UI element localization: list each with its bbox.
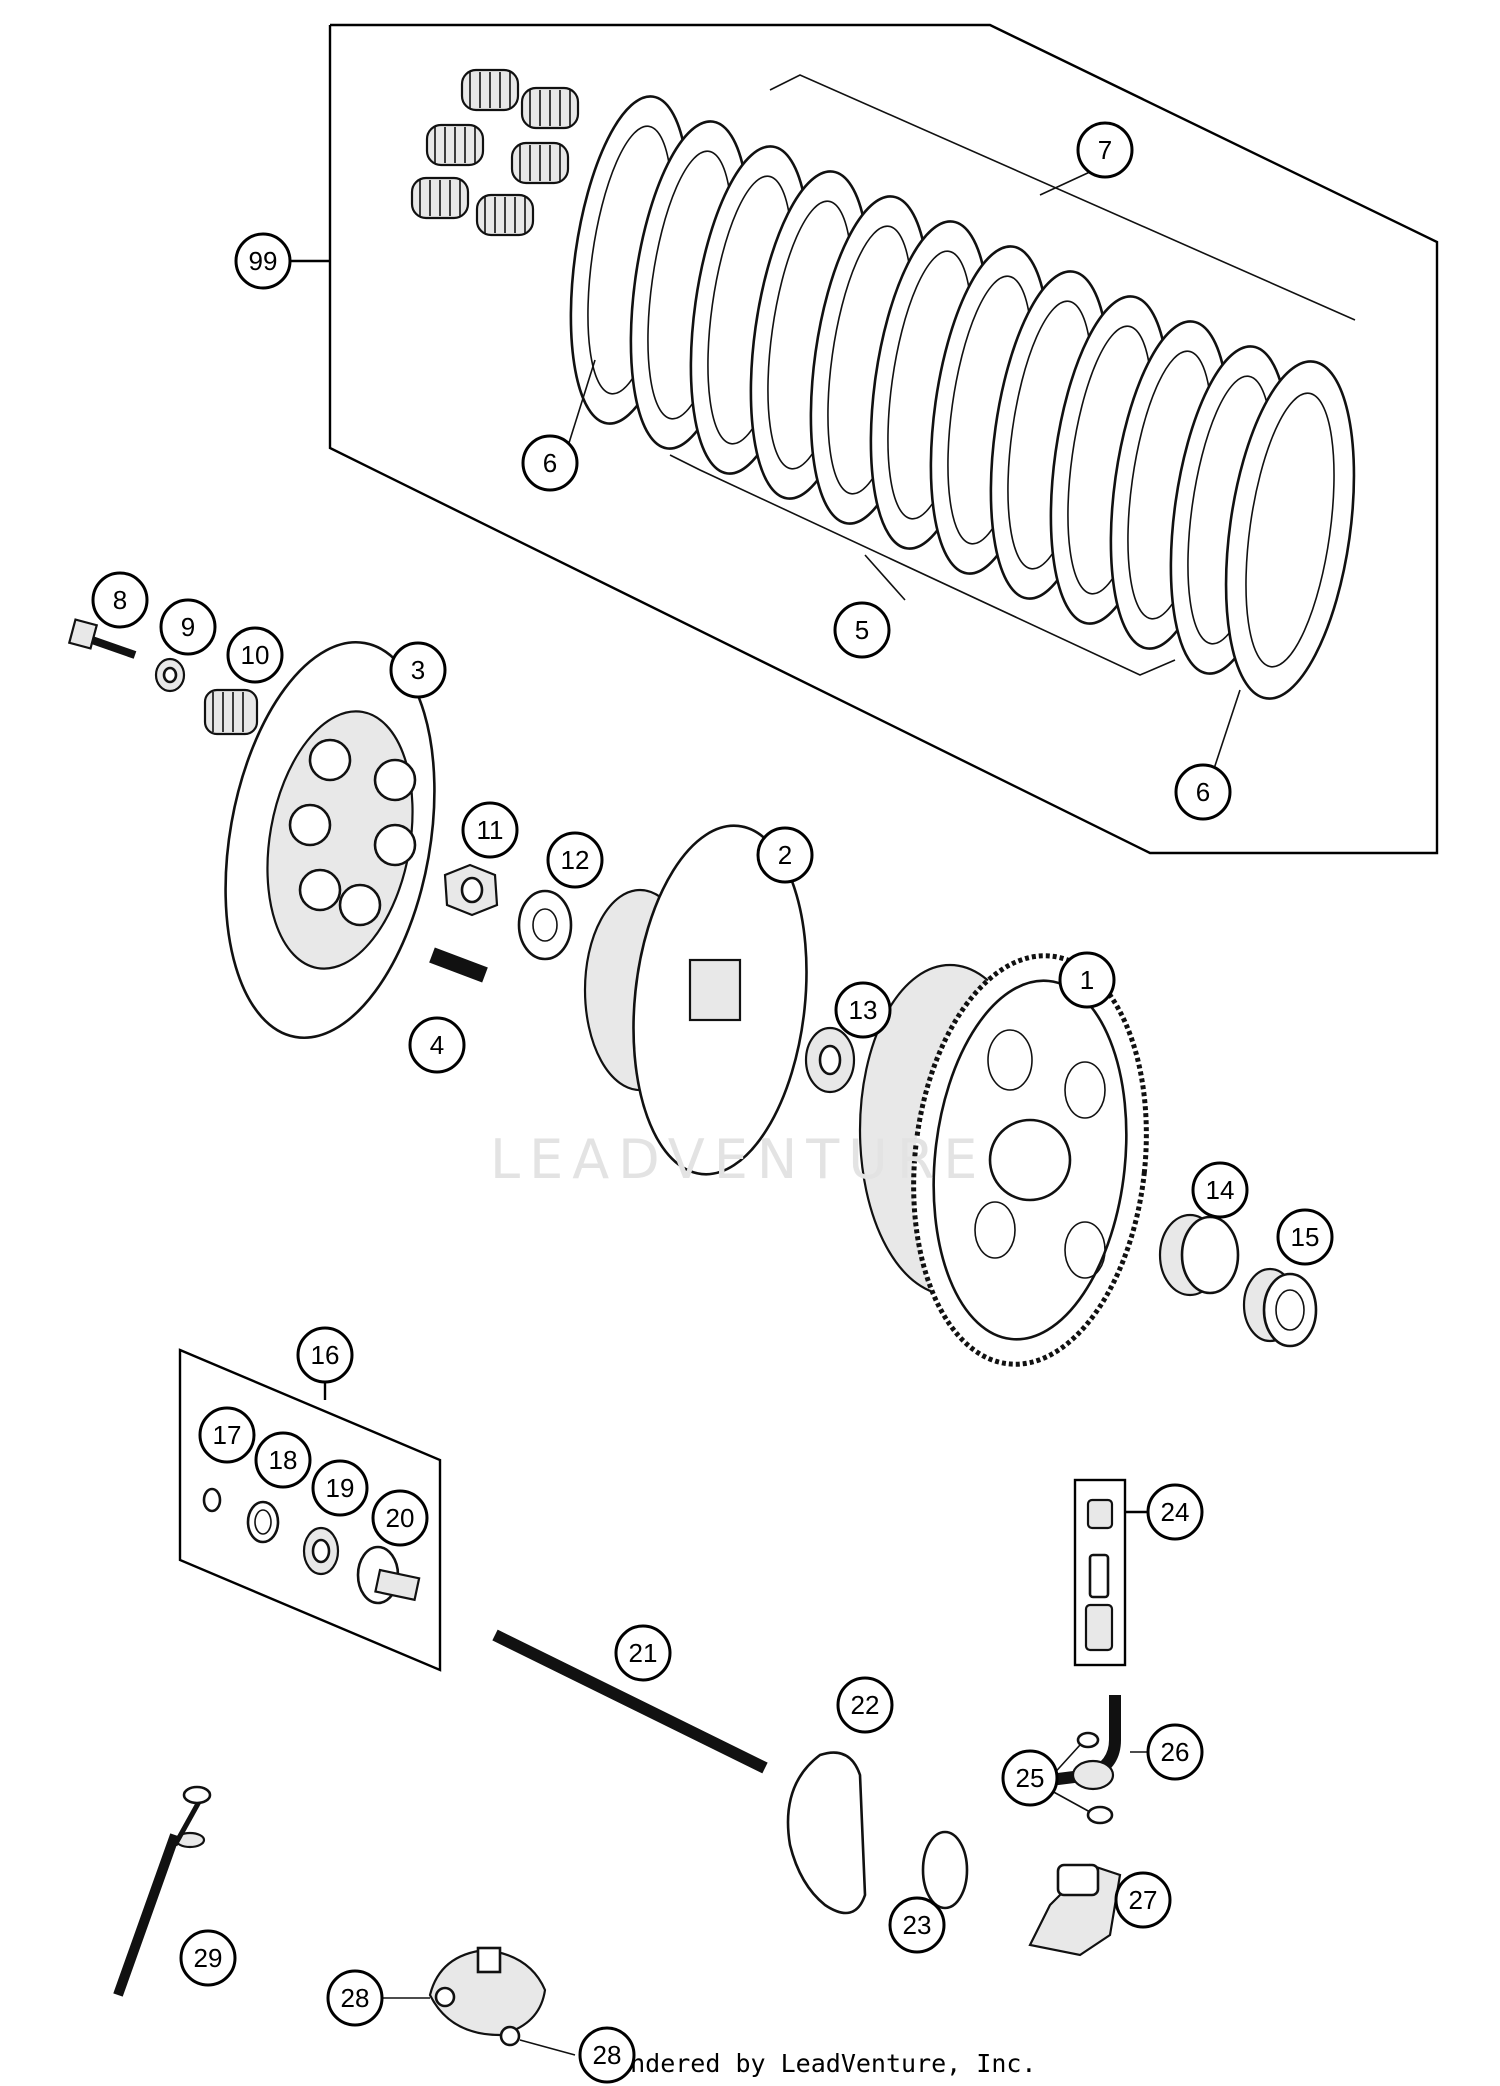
callout-12: 12 — [546, 831, 604, 889]
footer-credit: Rendered by LeadVenture, Inc. — [600, 2049, 1037, 2078]
callout-20: 20 — [371, 1489, 429, 1547]
bushing-14 — [1158, 1213, 1240, 1297]
inner-clutch-hub — [583, 824, 808, 1176]
svg-text:27: 27 — [1129, 1885, 1158, 1915]
callout-26: 26 — [1146, 1723, 1204, 1781]
svg-text:26: 26 — [1161, 1737, 1190, 1767]
svg-text:99: 99 — [249, 246, 278, 276]
svg-text:28: 28 — [593, 2040, 622, 2070]
callout-16: 16 — [296, 1326, 354, 1384]
callout-2: 2 — [756, 826, 814, 884]
banjo-fitting — [1049, 1695, 1121, 1825]
slave-cylinder — [1028, 1863, 1122, 1957]
svg-text:13: 13 — [849, 995, 878, 1025]
svg-text:24: 24 — [1161, 1497, 1190, 1527]
svg-text:4: 4 — [430, 1030, 444, 1060]
disc-kit-outline — [290, 23, 1439, 855]
callout-7: 7 — [1076, 121, 1134, 179]
callout-13: 13 — [834, 981, 892, 1039]
fittings — [1084, 1498, 1114, 1652]
svg-text:22: 22 — [851, 1690, 880, 1720]
pin-4 — [429, 947, 488, 983]
kit-small-parts — [202, 1487, 421, 1605]
callout-28-left: 28 — [326, 1969, 384, 2027]
svg-text:6: 6 — [1196, 777, 1210, 807]
callout-29: 29 — [179, 1929, 237, 1987]
callout-10: 10 — [226, 626, 284, 684]
callout-11: 11 — [461, 801, 519, 859]
callout-21: 21 — [614, 1624, 672, 1682]
slave-cylinder-cover — [428, 1946, 547, 2047]
bushing-15 — [1242, 1267, 1318, 1348]
callout-1: 1 — [1058, 951, 1116, 1009]
clutch-springs-set — [410, 68, 580, 237]
callout-5: 5 — [833, 601, 891, 659]
svg-text:29: 29 — [194, 1943, 223, 1973]
svg-text:20: 20 — [386, 1503, 415, 1533]
callout-4: 4 — [408, 1016, 466, 1074]
outer-clutch-basket — [858, 953, 1149, 1367]
svg-text:11: 11 — [477, 815, 504, 845]
watermark-text: LEADVENTURE — [490, 1128, 986, 1191]
callout-3: 3 — [389, 641, 447, 699]
callout-6-bottom: 6 — [1174, 763, 1232, 821]
callout-28-right: 28 — [578, 2026, 636, 2084]
washer-9 — [154, 657, 186, 693]
callout-25: 25 — [1001, 1749, 1059, 1807]
callout-22: 22 — [836, 1676, 894, 1734]
callout-23: 23 — [888, 1896, 946, 1954]
svg-text:5: 5 — [855, 615, 869, 645]
callout-18: 18 — [254, 1431, 312, 1489]
svg-text:7: 7 — [1098, 135, 1112, 165]
callout-9: 9 — [159, 598, 217, 656]
svg-text:19: 19 — [326, 1473, 355, 1503]
svg-text:10: 10 — [241, 640, 270, 670]
svg-text:14: 14 — [1206, 1175, 1235, 1205]
callout-14: 14 — [1191, 1161, 1249, 1219]
svg-text:1: 1 — [1080, 965, 1094, 995]
bolt — [67, 618, 137, 659]
svg-text:9: 9 — [181, 612, 195, 642]
callout-6-top: 6 — [521, 434, 579, 492]
callout-27: 27 — [1114, 1871, 1172, 1929]
fitting-set-outline — [1073, 1478, 1150, 1667]
callout-15: 15 — [1276, 1208, 1334, 1266]
svg-text:25: 25 — [1016, 1763, 1045, 1793]
lock-washer-12 — [517, 889, 573, 961]
svg-text:16: 16 — [311, 1340, 340, 1370]
callout-24: 24 — [1146, 1483, 1204, 1541]
svg-text:18: 18 — [269, 1445, 298, 1475]
callout-99: 99 — [234, 232, 292, 290]
svg-text:12: 12 — [561, 845, 590, 875]
svg-text:8: 8 — [113, 585, 127, 615]
svg-text:3: 3 — [411, 655, 425, 685]
svg-text:15: 15 — [1291, 1222, 1320, 1252]
svg-text:17: 17 — [213, 1420, 242, 1450]
callout-17: 17 — [198, 1406, 256, 1464]
pressure-plate — [224, 640, 436, 1040]
svg-text:2: 2 — [778, 840, 792, 870]
callout-8: 8 — [91, 571, 149, 629]
svg-text:28: 28 — [341, 1983, 370, 2013]
push-rod — [492, 1629, 768, 1774]
bleed-syringe — [113, 1785, 212, 1997]
svg-text:21: 21 — [629, 1638, 658, 1668]
callout-19: 19 — [311, 1459, 369, 1517]
svg-text:23: 23 — [903, 1910, 932, 1940]
clutch-disc-stack — [569, 95, 1356, 700]
nut-11 — [443, 863, 499, 917]
thrust-washer-13 — [804, 1026, 856, 1094]
svg-text:6: 6 — [543, 448, 557, 478]
spring-10 — [203, 688, 259, 736]
o-ring — [921, 1830, 969, 1910]
gasket — [786, 1751, 867, 1915]
